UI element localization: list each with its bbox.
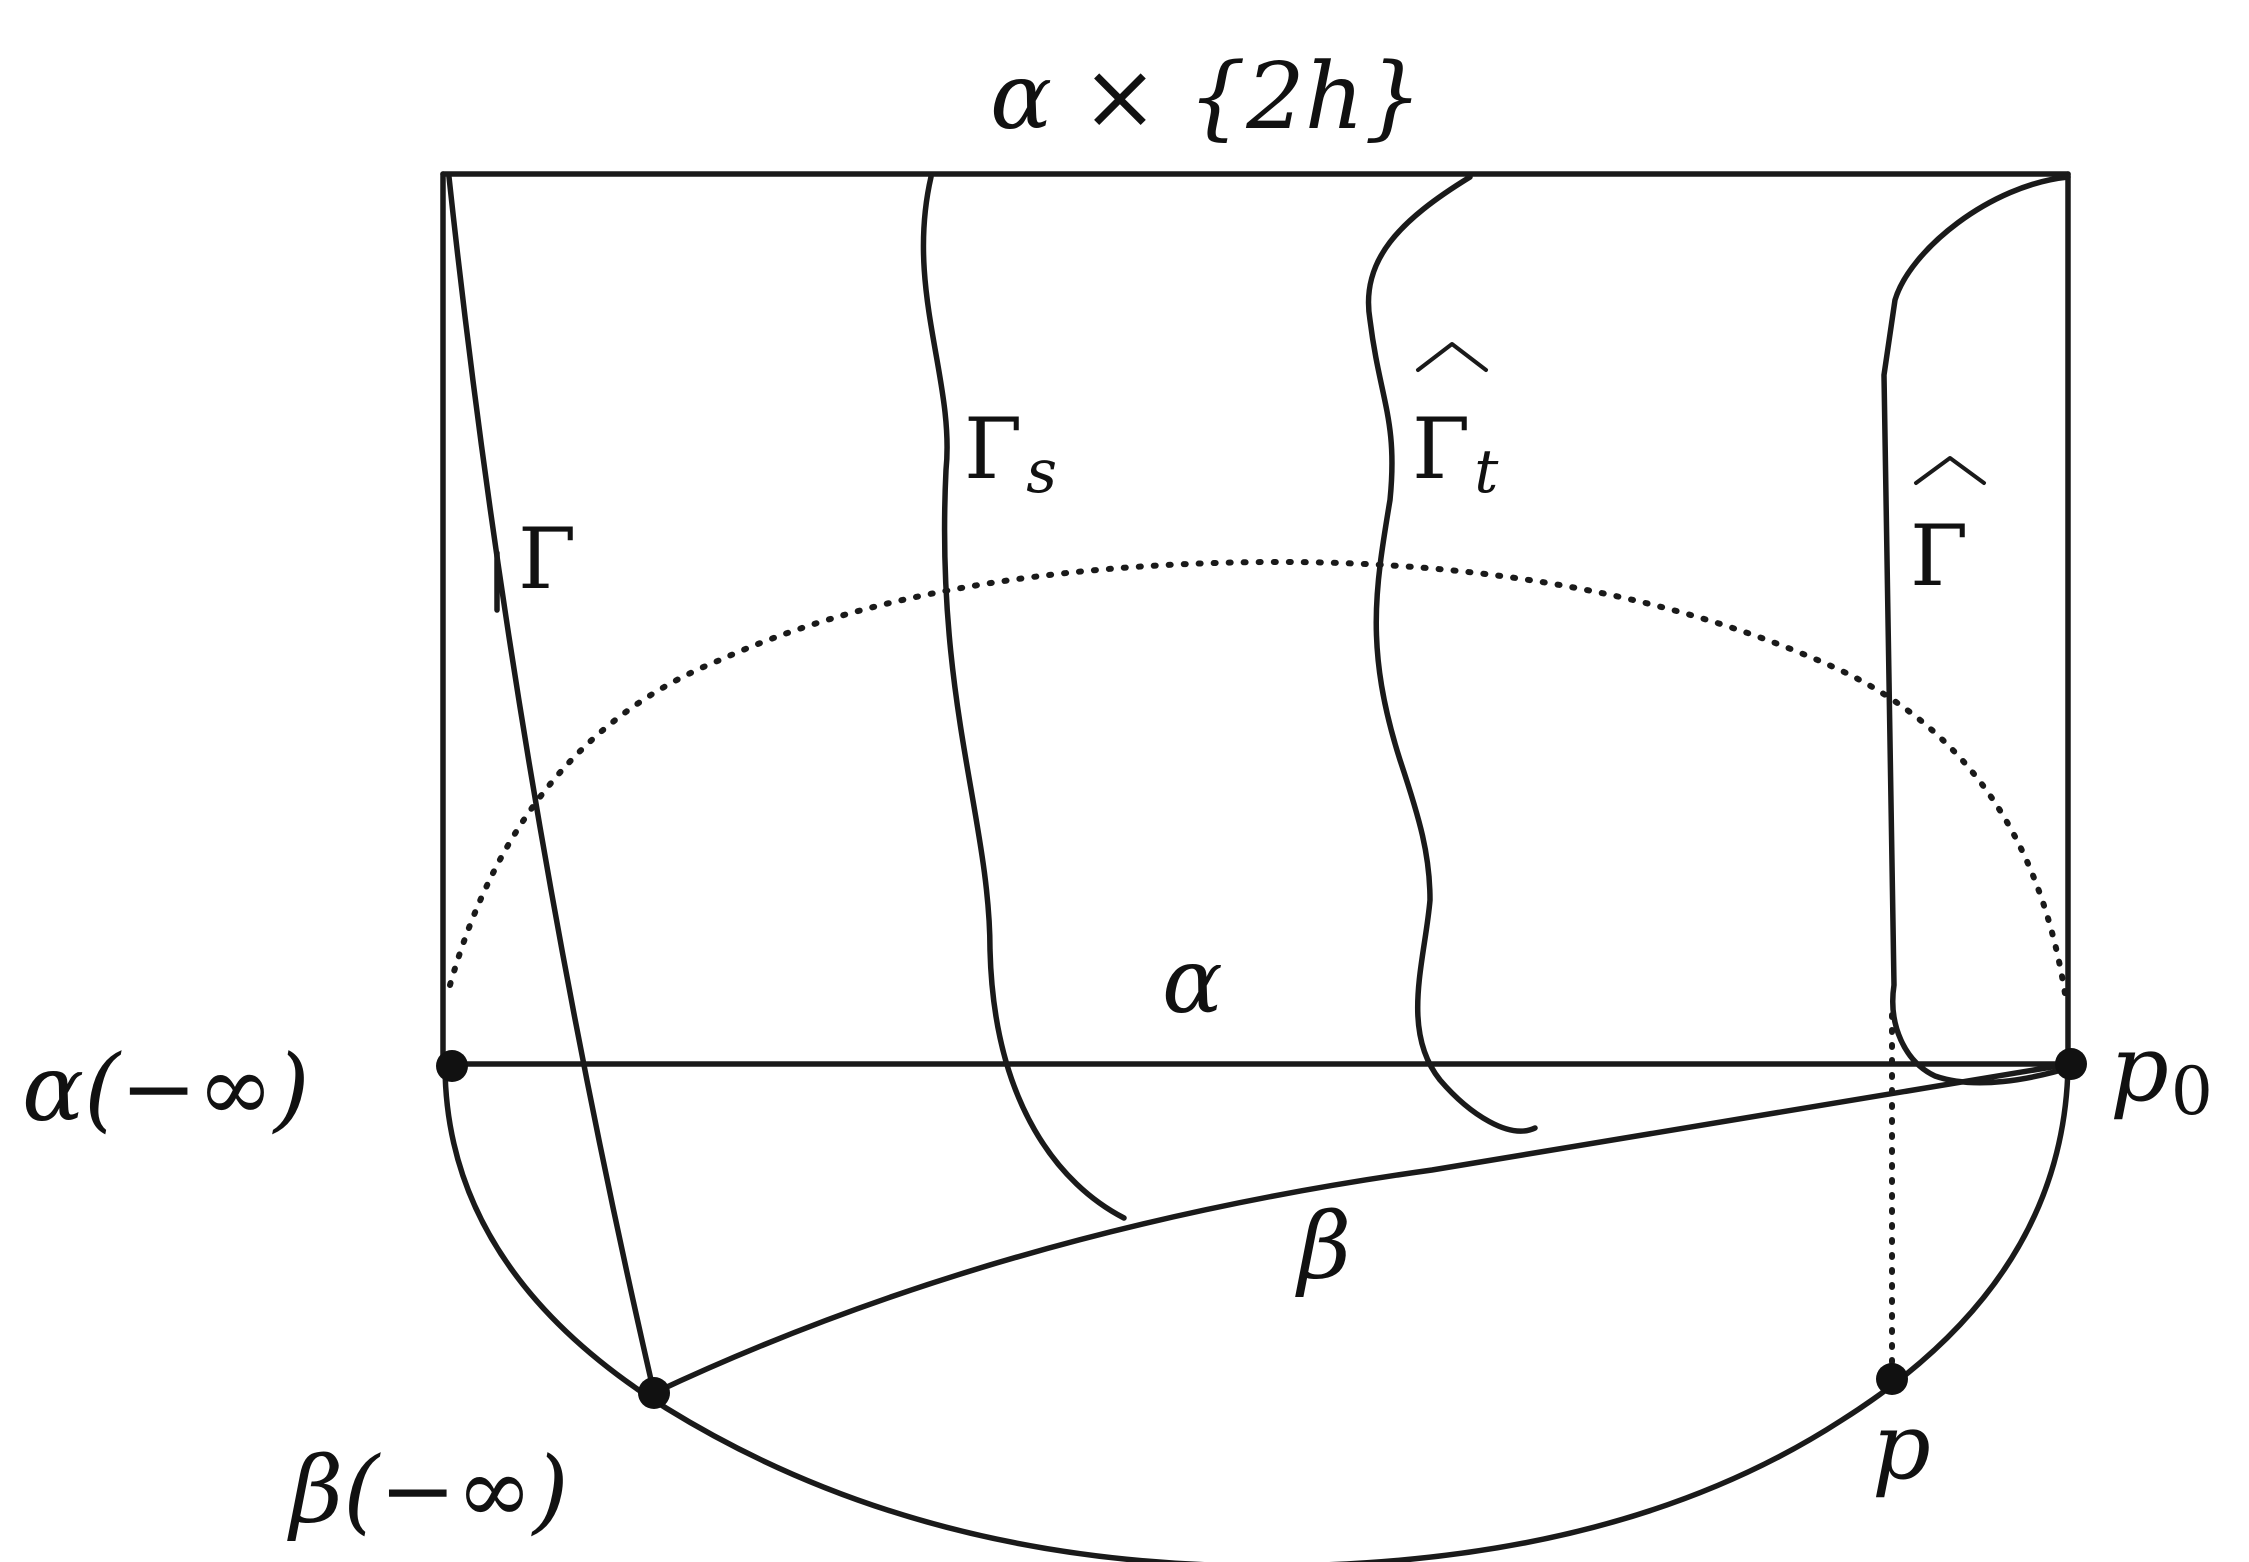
ellipse-upper [447,558,2069,1003]
p0-label: p0 [2110,1015,2213,1130]
gamma-hat-t-label: Γt [1412,400,1499,507]
p-label: p [1872,1393,1931,1500]
gamma-label: Γ [518,510,576,608]
gamma-hat-hat [1914,456,1986,485]
alpha-minus-inf-label: α(−∞) [22,1035,310,1142]
gamma-hat-t-curve [1365,174,1538,1134]
gamma-s-label: Γs [964,400,1057,507]
gamma-curve [446,174,657,1396]
p0-point [2055,1048,2087,1080]
beta-minus-inf-point [638,1377,670,1409]
beta-curve [651,1061,2073,1396]
top-label: α × {2h} [990,43,1423,150]
ellipse-lower [442,1063,2071,1562]
gamma-hat-label: Γ [1910,507,1968,605]
alpha-label: α [1162,929,1223,1034]
gamma-hat-curve [1881,174,2078,1086]
beta-minus-inf-label: β(−∞) [287,1437,569,1544]
gamma-s-curve [920,174,1127,1221]
alpha-minus-inf-point [436,1050,468,1082]
gamma-hat-t-hat [1416,342,1488,372]
p-point [1876,1363,1908,1395]
beta-label: β [1295,1193,1351,1300]
